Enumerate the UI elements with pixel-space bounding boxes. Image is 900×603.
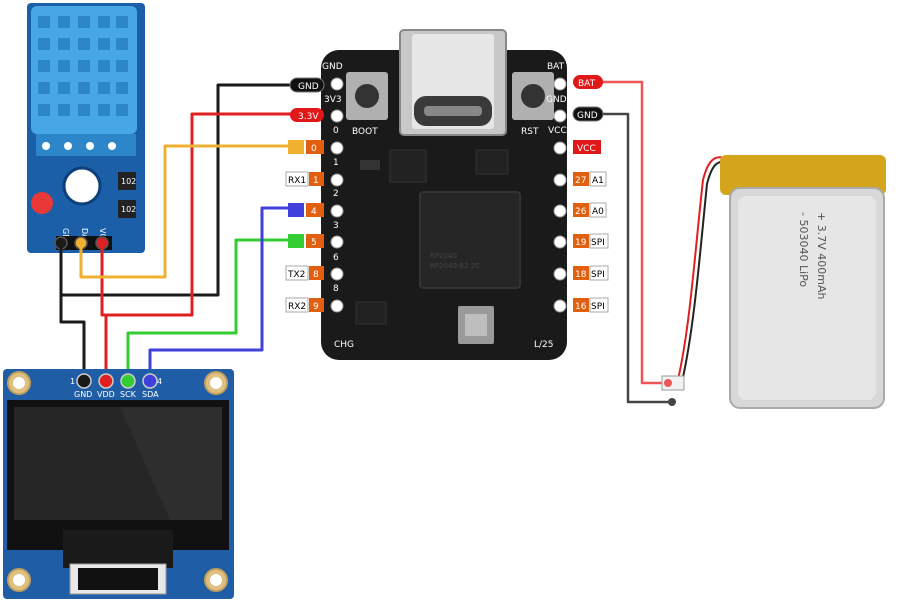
board-right-pins: BAT GND VCC	[546, 62, 567, 313]
battery-label-line1: + 3.7V 400mAh	[815, 212, 828, 299]
bottom-right-label: L/25	[534, 340, 554, 350]
wires	[59, 80, 672, 404]
wire-bat-plus	[585, 80, 668, 385]
oled-pin-gnd-label: GND	[74, 390, 92, 399]
tag-3v3: 3.3V	[298, 112, 319, 122]
resistor-2	[118, 200, 136, 218]
tag-rx1-num: 1	[313, 176, 319, 186]
tag-p5: 5	[311, 238, 317, 248]
battery-minus-terminal	[668, 398, 676, 406]
left-pin-label: 2	[333, 189, 339, 199]
tag-spi-3: SPI	[591, 302, 605, 312]
oled-pin-vdd-label: VDD	[97, 390, 115, 399]
tag-p26: 26	[575, 207, 587, 217]
left-pin-label: 1	[333, 158, 339, 168]
battery-protection-tape	[720, 155, 886, 195]
wire-gnd-oled	[59, 295, 86, 381]
oled-vdd-pin	[98, 373, 114, 389]
tag-bat: BAT	[578, 79, 596, 89]
wire-3v3	[100, 112, 300, 317]
rst-label: RST	[521, 127, 539, 137]
tag-a1: A1	[592, 176, 604, 186]
wire-gnd	[59, 83, 300, 297]
wire-data	[79, 144, 300, 279]
chip-text-2: RP2040-B2 2C	[430, 262, 480, 270]
left-pin-label: 8	[333, 284, 339, 294]
left-pin-tags: GND 3.3V 0 RX1 1 4 5 TX2 8 RX2 9	[285, 77, 325, 313]
tag-rx1: RX1	[288, 176, 306, 186]
resistor-1	[118, 172, 136, 190]
battery-label-line2: - 503040 LiPo	[797, 212, 810, 287]
resistor-label: 102	[121, 177, 136, 186]
tag-a0: A0	[592, 207, 604, 217]
right-pin-label: BAT	[547, 62, 565, 72]
tag-rx2: RX2	[288, 302, 306, 312]
board-left-pins: GND 3V3 0 1 2 3 6 8	[322, 62, 344, 313]
wire-sda	[148, 206, 300, 381]
tag-tx2-num: 8	[313, 270, 319, 280]
right-pin-label: GND	[546, 95, 567, 105]
tag-gnd: GND	[298, 82, 319, 92]
rp2040-chip	[419, 191, 521, 289]
left-pin-label: 6	[333, 253, 339, 263]
oled-pin-1-number: 1	[70, 377, 75, 386]
sensor-grille	[38, 16, 128, 116]
resistor-label: 102	[121, 205, 136, 214]
tag-gnd-right: GND	[577, 111, 598, 121]
boot-label: BOOT	[352, 127, 378, 137]
left-pin-label: GND	[322, 62, 343, 72]
sensor-pin-dat-label: DAT	[80, 228, 89, 244]
battery-plus-terminal	[664, 379, 672, 387]
xiao-rp2040-board: BOOT RST RP2040 RP2040-B2 2C CHG L/25	[321, 29, 567, 360]
chip-text-1: RP2040	[430, 252, 457, 260]
oled-sda-pin	[142, 373, 158, 389]
oled-display-module: 1 4 GND VDD SCK SDA	[3, 369, 234, 599]
oled-pin-sck-label: SCK	[120, 390, 137, 399]
tag-vcc: VCC	[577, 144, 596, 154]
left-pin-label: 3	[333, 221, 339, 231]
power-led	[31, 192, 53, 214]
oled-gnd-pin	[76, 373, 92, 389]
wire-bat-minus	[585, 112, 672, 404]
lipo-battery: + 3.7V 400mAh - 503040 LiPo	[661, 155, 886, 409]
left-pin-label: 0	[333, 126, 339, 136]
tag-p0: 0	[311, 144, 317, 154]
left-pin-label: 3V3	[324, 95, 342, 105]
dht11-sensor-module: 102 102 GND DAT VCC	[27, 3, 145, 253]
tag-spi-1: SPI	[591, 238, 605, 248]
oled-pin-4-number: 4	[157, 377, 162, 386]
oled-pin-sda-label: SDA	[142, 390, 159, 399]
tag-p18: 18	[575, 270, 587, 280]
chg-label: CHG	[334, 340, 354, 350]
mounting-hole	[62, 166, 102, 206]
wire-sck	[126, 238, 300, 381]
tag-spi-2: SPI	[591, 270, 605, 280]
tag-p16: 16	[575, 302, 587, 312]
tag-p4: 4	[311, 207, 317, 217]
tag-tx2: TX2	[287, 270, 305, 280]
right-pin-tags: BAT GND VCC 27 A1 26 A0 19 SPI 18 SPI 16…	[572, 75, 609, 313]
tag-p19: 19	[575, 238, 587, 248]
right-pin-label: VCC	[548, 126, 567, 136]
tag-rx2-num: 9	[313, 302, 319, 312]
oled-sck-pin	[120, 373, 136, 389]
tag-p27: 27	[575, 176, 586, 186]
